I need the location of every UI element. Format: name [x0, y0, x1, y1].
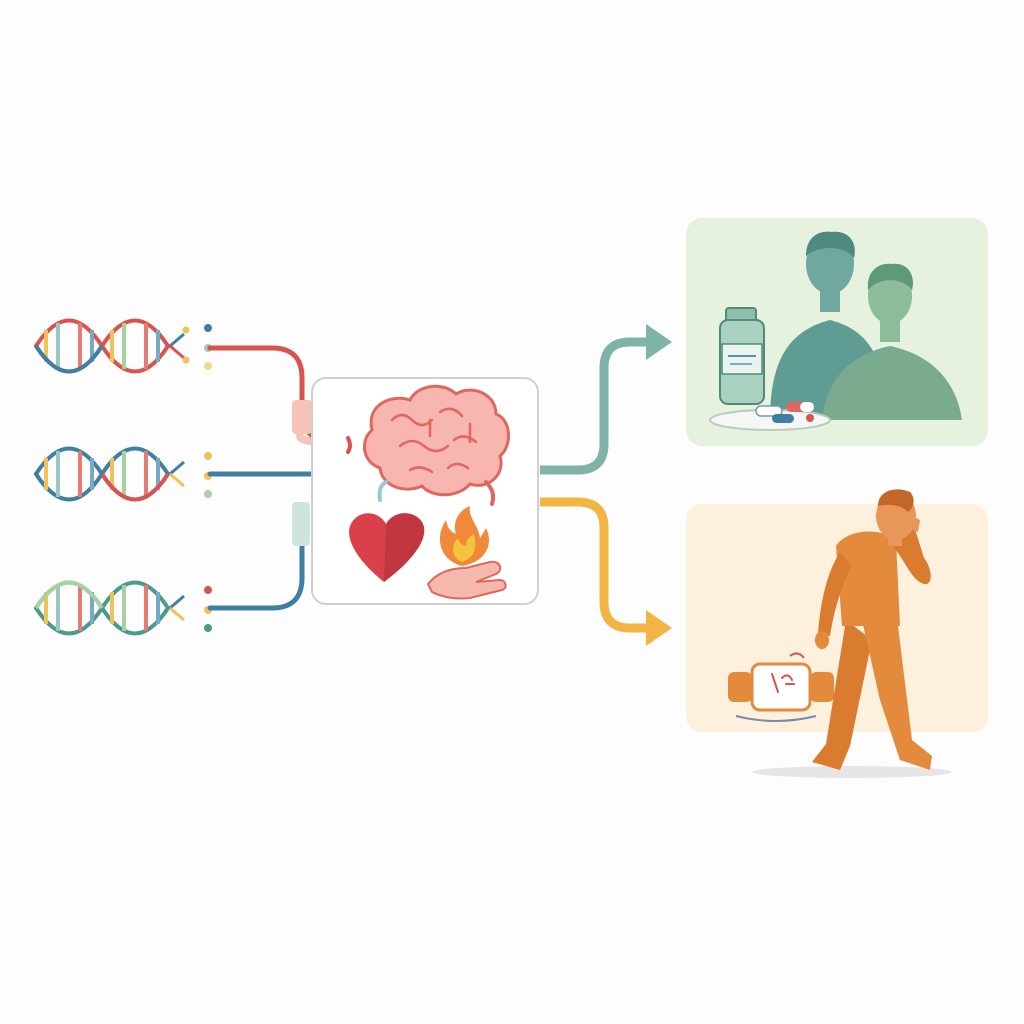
- connector-junction: [292, 400, 312, 434]
- brain-icon: [346, 384, 510, 506]
- dna-helix-1: [34, 318, 212, 374]
- arrow-positive: [540, 337, 648, 475]
- flame-icon: [439, 506, 489, 566]
- dna-helix-2: [34, 446, 212, 502]
- pills-icon: [709, 402, 831, 431]
- medicine-bottle-icon: [719, 307, 765, 405]
- marker-dot: [204, 324, 212, 332]
- dna-helix-icon: [34, 446, 170, 502]
- dna-helix-icon: [34, 318, 170, 374]
- dna-helix-3: [34, 580, 212, 636]
- dna-helix-icon: [34, 580, 170, 636]
- arrow-negative: [540, 497, 648, 633]
- dropped-medicine-bottle-icon: [728, 652, 834, 722]
- distressed-person-icon: [752, 489, 952, 778]
- marker-dot: [204, 452, 212, 460]
- central-box: [311, 377, 539, 605]
- hand-icon: [426, 560, 507, 600]
- marker-dot: [204, 586, 212, 594]
- outcome-panel-positive: [686, 218, 988, 446]
- connector-junction: [292, 502, 310, 546]
- two-people-icon: [770, 231, 962, 420]
- connector-teal: [207, 509, 305, 611]
